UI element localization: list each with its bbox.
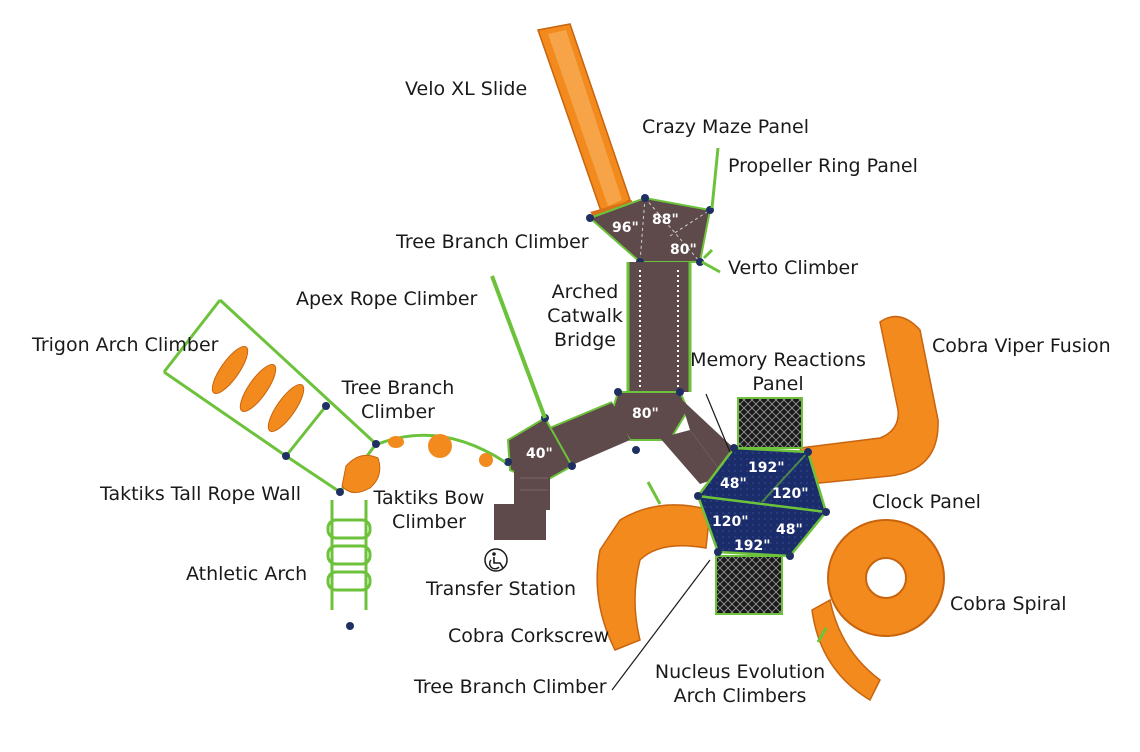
- label-clock-panel: Clock Panel: [872, 491, 981, 513]
- label-athletic-arch: Athletic Arch: [186, 563, 308, 585]
- top-panels: [701, 147, 721, 274]
- wheelchair-icon: [484, 548, 508, 572]
- hex-deck: 192" 48" 120" 120" 48" 192": [694, 444, 830, 560]
- apex-rope-climber: [490, 275, 547, 419]
- label-cobra-spiral: Cobra Spiral: [950, 593, 1067, 615]
- deck-height-top-bottom: 80": [670, 242, 697, 258]
- label-taktiks-tall-rope-wall: Taktiks Tall Rope Wall: [100, 483, 302, 505]
- label-transfer-station: Transfer Station: [426, 578, 576, 600]
- label-verto-climber: Verto Climber: [728, 257, 859, 279]
- hex-height-lower-left: 120": [712, 514, 749, 530]
- label-trigon-arch-climber: Trigon Arch Climber: [32, 334, 219, 356]
- hex-height-lower-right: 48": [776, 522, 803, 538]
- label-cobra-corkscrew: Cobra Corkscrew: [448, 625, 610, 647]
- label-apex-rope-climber: Apex Rope Climber: [296, 288, 478, 310]
- right-bridge: [660, 398, 740, 484]
- label-propeller-ring-panel: Propeller Ring Panel: [728, 155, 918, 177]
- label-crazy-maze-panel: Crazy Maze Panel: [642, 116, 809, 138]
- label-memory-reactions-panel: Memory Reactions Panel: [690, 349, 866, 395]
- memory-reactions-panel-grate: [737, 397, 803, 449]
- cobra-corkscrew: [596, 504, 711, 651]
- top-deck: 96" 88" 80": [586, 194, 714, 266]
- taktiks-bow-climber: [377, 433, 506, 467]
- nucleus-stubs: [646, 481, 828, 643]
- label-tree-branch-climber-top: Tree Branch Climber: [396, 231, 589, 253]
- deck-height-top-right: 88": [652, 212, 679, 228]
- velo-xl-slide: [537, 23, 636, 232]
- label-tree-branch-climber-left: Tree Branch Climber: [341, 377, 455, 423]
- deck-height-hub: 80": [632, 406, 659, 422]
- label-arched-catwalk-bridge: Arched Catwalk Bridge: [547, 281, 623, 351]
- left-deck: 40": [494, 414, 576, 540]
- cobra-viper-fusion: [799, 315, 939, 485]
- hex-height-bottom: 192": [734, 538, 771, 554]
- leader-tree-branch-bottom: [611, 559, 711, 691]
- label-cobra-viper-fusion: Cobra Viper Fusion: [932, 335, 1111, 357]
- label-tree-branch-climber-bottom: Tree Branch Climber: [414, 676, 607, 698]
- hex-height-upper-left: 48": [720, 476, 747, 492]
- cobra-spiral: [811, 519, 945, 702]
- label-taktiks-bow-climber: Taktiks Bow Climber: [373, 487, 485, 533]
- label-nucleus-evolution-arch-climbers: Nucleus Evolution Arch Climbers: [654, 661, 826, 707]
- leader-memory-reactions: [705, 393, 731, 453]
- hex-height-top: 192": [748, 460, 785, 476]
- label-velo-xl-slide: Velo XL Slide: [405, 78, 528, 100]
- athletic-arch: [326, 500, 372, 630]
- taktiks-tall-rope-wall: [341, 454, 381, 493]
- deck-height-left: 40": [526, 446, 553, 462]
- deck-height-top-left: 96": [612, 220, 639, 236]
- arched-catwalk-bridge: [626, 262, 692, 392]
- nucleus-evolution-grate: [715, 555, 783, 615]
- hex-height-upper-right: 120": [772, 486, 809, 502]
